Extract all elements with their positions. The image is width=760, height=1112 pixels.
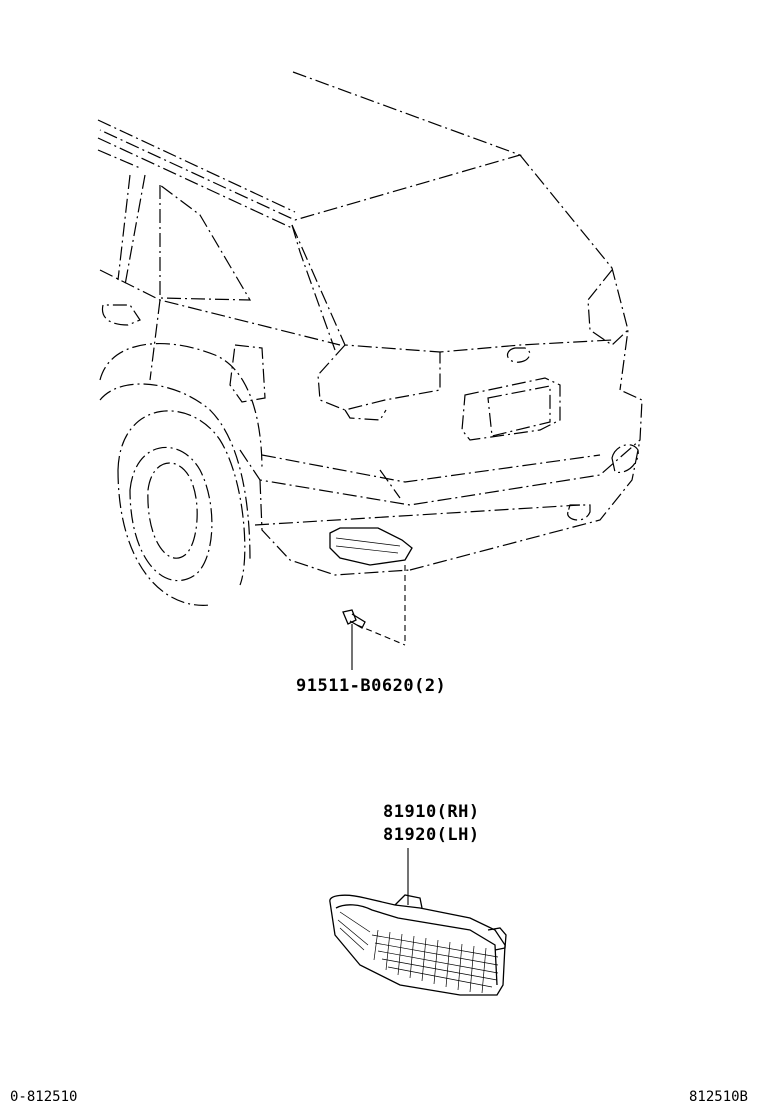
footer-right-code: 812510B: [689, 1089, 748, 1105]
reflector-part: [329, 894, 507, 996]
footer-left-code: 0-812510: [10, 1089, 77, 1105]
bolt-part: [342, 609, 366, 670]
reflector-part-number-rh: 81910(RH): [383, 802, 480, 822]
vehicle-outline: [97, 71, 643, 646]
reflector-part-number-lh: 81920(LH): [383, 825, 480, 845]
bolt-part-number: 91511-B0620(2): [296, 676, 446, 696]
